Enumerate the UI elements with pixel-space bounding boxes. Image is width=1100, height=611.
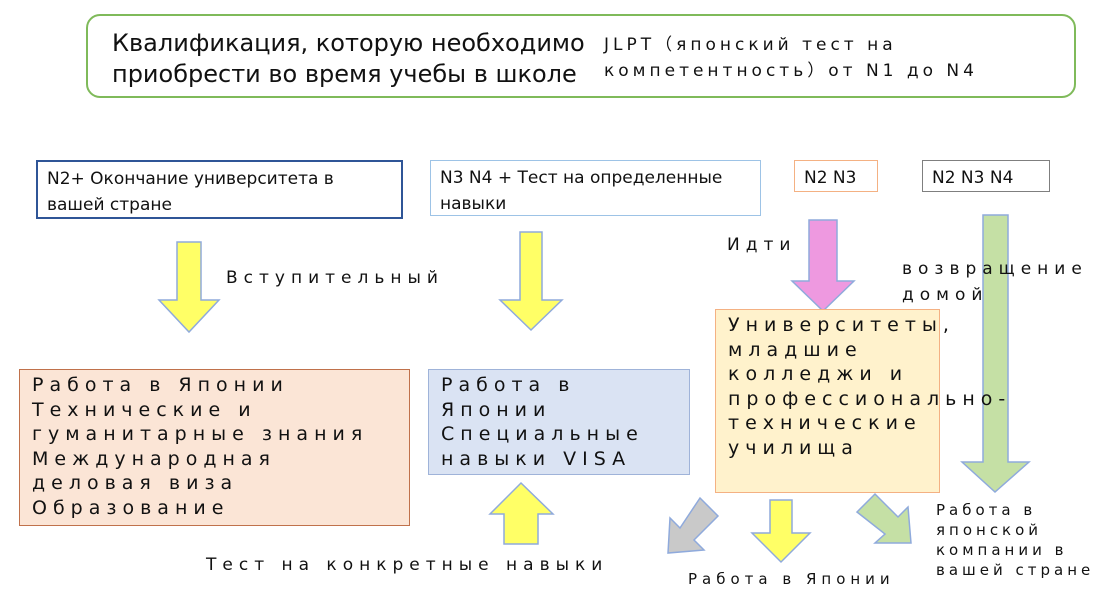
- header-box: [86, 14, 1076, 98]
- arrow-down-work-japan: [750, 499, 812, 564]
- arrow-diagonal-green: [855, 492, 912, 544]
- arrow-down-entrance: [157, 241, 221, 334]
- label-return-home: возвращение домой: [902, 259, 1088, 305]
- label-work-japanese-company: Работа в японской компании в вашей стран…: [936, 501, 1095, 579]
- box-universities: Университеты, младшие колледжи и професс…: [715, 309, 1012, 493]
- arrow-diagonal-gray: [667, 496, 720, 554]
- arrow-down-go: [790, 219, 856, 313]
- label-entrance: Вступительный: [226, 268, 444, 288]
- requirement-skills-test: N3 N4 + Тест на определенные навыки: [430, 160, 761, 216]
- box-work-in-japan-text: Работа в Японии Технические и гуманитарн…: [32, 374, 369, 519]
- label-specific-skills-test: Тест на конкретные навыки: [206, 555, 609, 575]
- requirement-university: N2+ Окончание университета в вашей стран…: [36, 160, 403, 219]
- box-visa-text: Работа в Японии Специальные навыки VISA: [441, 374, 644, 470]
- box-specific-skills-visa: Работа в Японии Специальные навыки VISA: [428, 369, 690, 475]
- arrow-up-visa: [488, 481, 555, 545]
- header-jlpt: JLPT（японский тест на компетентность）от …: [604, 35, 978, 81]
- header-title: Квалификация, которую необходимо приобре…: [112, 29, 585, 88]
- label-work-in-japan: Работа в Японии: [688, 570, 895, 588]
- label-go: Идти: [727, 235, 797, 255]
- arrow-down-return: [960, 214, 1031, 494]
- box-universities-text: Университеты, младшие колледжи и професс…: [728, 314, 1012, 459]
- requirement-n2-n3: N2 N3: [794, 160, 878, 192]
- arrow-down-skills: [498, 231, 564, 332]
- box-work-in-japan: Работа в Японии Технические и гуманитарн…: [19, 369, 410, 526]
- requirement-n2-n3-n4: N2 N3 N4: [922, 160, 1050, 192]
